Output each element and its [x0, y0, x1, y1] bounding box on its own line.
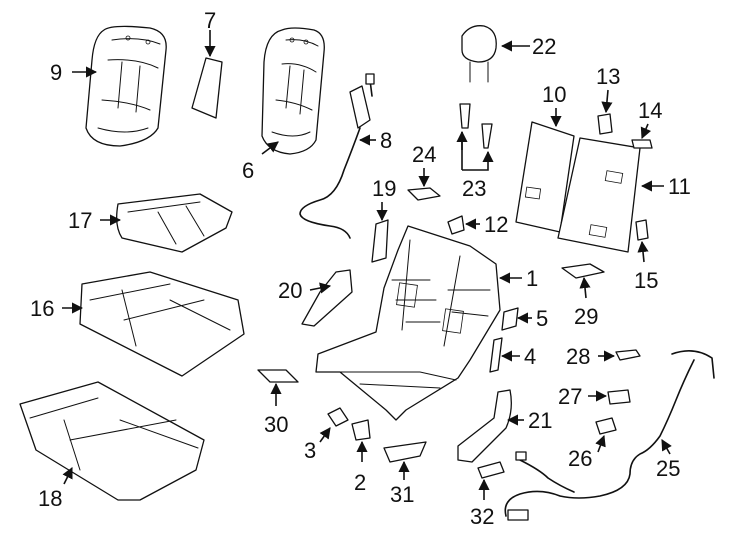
part-17-cushion-pad: [116, 193, 233, 253]
callout-23: 23: [462, 176, 486, 201]
part-9-backrest-cover: [85, 25, 167, 147]
part-18-cushion-cover: [19, 381, 205, 501]
callout-24: 24: [412, 142, 436, 167]
callout-14: 14: [638, 98, 662, 123]
leader-29: [579, 276, 591, 299]
callout-27: 27: [558, 384, 582, 409]
callout-22: 22: [532, 34, 556, 59]
callout-7: 7: [204, 8, 216, 33]
callout-26: 26: [568, 446, 592, 471]
leader-13: [601, 89, 613, 114]
callout-9: 9: [50, 60, 62, 85]
part-26-clip: [595, 417, 617, 435]
part-1-seat-frame: [315, 225, 501, 421]
leader-18: [62, 466, 73, 485]
callout-20: 20: [278, 278, 302, 303]
part-21-side-trim: [457, 389, 512, 463]
callout-5: 5: [536, 306, 548, 331]
callout-labels: 9 7 6 8 22 10 13 14 11 15 29 24 23 12 19…: [30, 8, 691, 529]
part-4-bracket: [489, 337, 503, 373]
callout-11: 11: [668, 174, 691, 199]
part-30-bracket: [257, 369, 299, 383]
callout-32: 32: [470, 504, 494, 529]
callout-17: 17: [68, 208, 92, 233]
callout-8: 8: [380, 128, 392, 153]
part-31-cover: [383, 441, 427, 463]
callout-25: 25: [656, 456, 680, 481]
callout-19: 19: [372, 176, 396, 201]
part-14-clip: [631, 139, 653, 149]
leader-3: [319, 427, 331, 443]
leader-lines: [62, 30, 672, 500]
callout-2: 2: [354, 470, 366, 495]
callout-3: 3: [304, 438, 316, 463]
leader-14: [640, 123, 652, 140]
part-3-clip: [327, 407, 349, 427]
part-11-back-panel: [557, 137, 641, 253]
part-5-bracket: [501, 307, 519, 331]
callout-30: 30: [264, 412, 288, 437]
leader-20: [309, 282, 332, 294]
callout-1: 1: [526, 266, 538, 291]
part-23-headrest-guides: [459, 103, 493, 149]
callout-12: 12: [484, 212, 508, 237]
callout-4: 4: [524, 344, 536, 369]
part-32-cover-plate: [477, 461, 505, 479]
part-16-seat-cushion: [79, 271, 245, 377]
part-2-clip: [351, 419, 371, 441]
callout-6: 6: [242, 158, 254, 183]
callout-13: 13: [596, 64, 620, 89]
part-15-clip: [635, 219, 649, 241]
callout-18: 18: [38, 486, 62, 511]
leader-6: [261, 141, 279, 155]
callout-10: 10: [542, 82, 566, 107]
part-13-clip: [597, 113, 613, 135]
part-28-latch: [615, 349, 641, 361]
callout-29: 29: [574, 304, 598, 329]
callout-31: 31: [390, 482, 414, 507]
part-8-harness: [299, 73, 375, 239]
leader-26: [595, 434, 606, 453]
leader-15: [637, 240, 649, 263]
callout-21: 21: [528, 408, 552, 433]
part-6-backrest-pad: [261, 27, 325, 155]
part-25-wiring-harness: [504, 350, 715, 521]
leader-25: [661, 439, 672, 455]
callout-15: 15: [634, 268, 658, 293]
part-24-clip: [407, 187, 441, 201]
callout-28: 28: [566, 344, 590, 369]
part-7-panel: [191, 57, 223, 119]
part-12-clip: [447, 215, 465, 235]
part-27-latch-cover: [607, 389, 631, 405]
callout-16: 16: [30, 296, 54, 321]
part-22-headrest: [461, 25, 497, 83]
part-29-shim: [561, 263, 605, 279]
part-20-side-trim: [301, 269, 353, 327]
part-19-bracket: [371, 219, 389, 263]
